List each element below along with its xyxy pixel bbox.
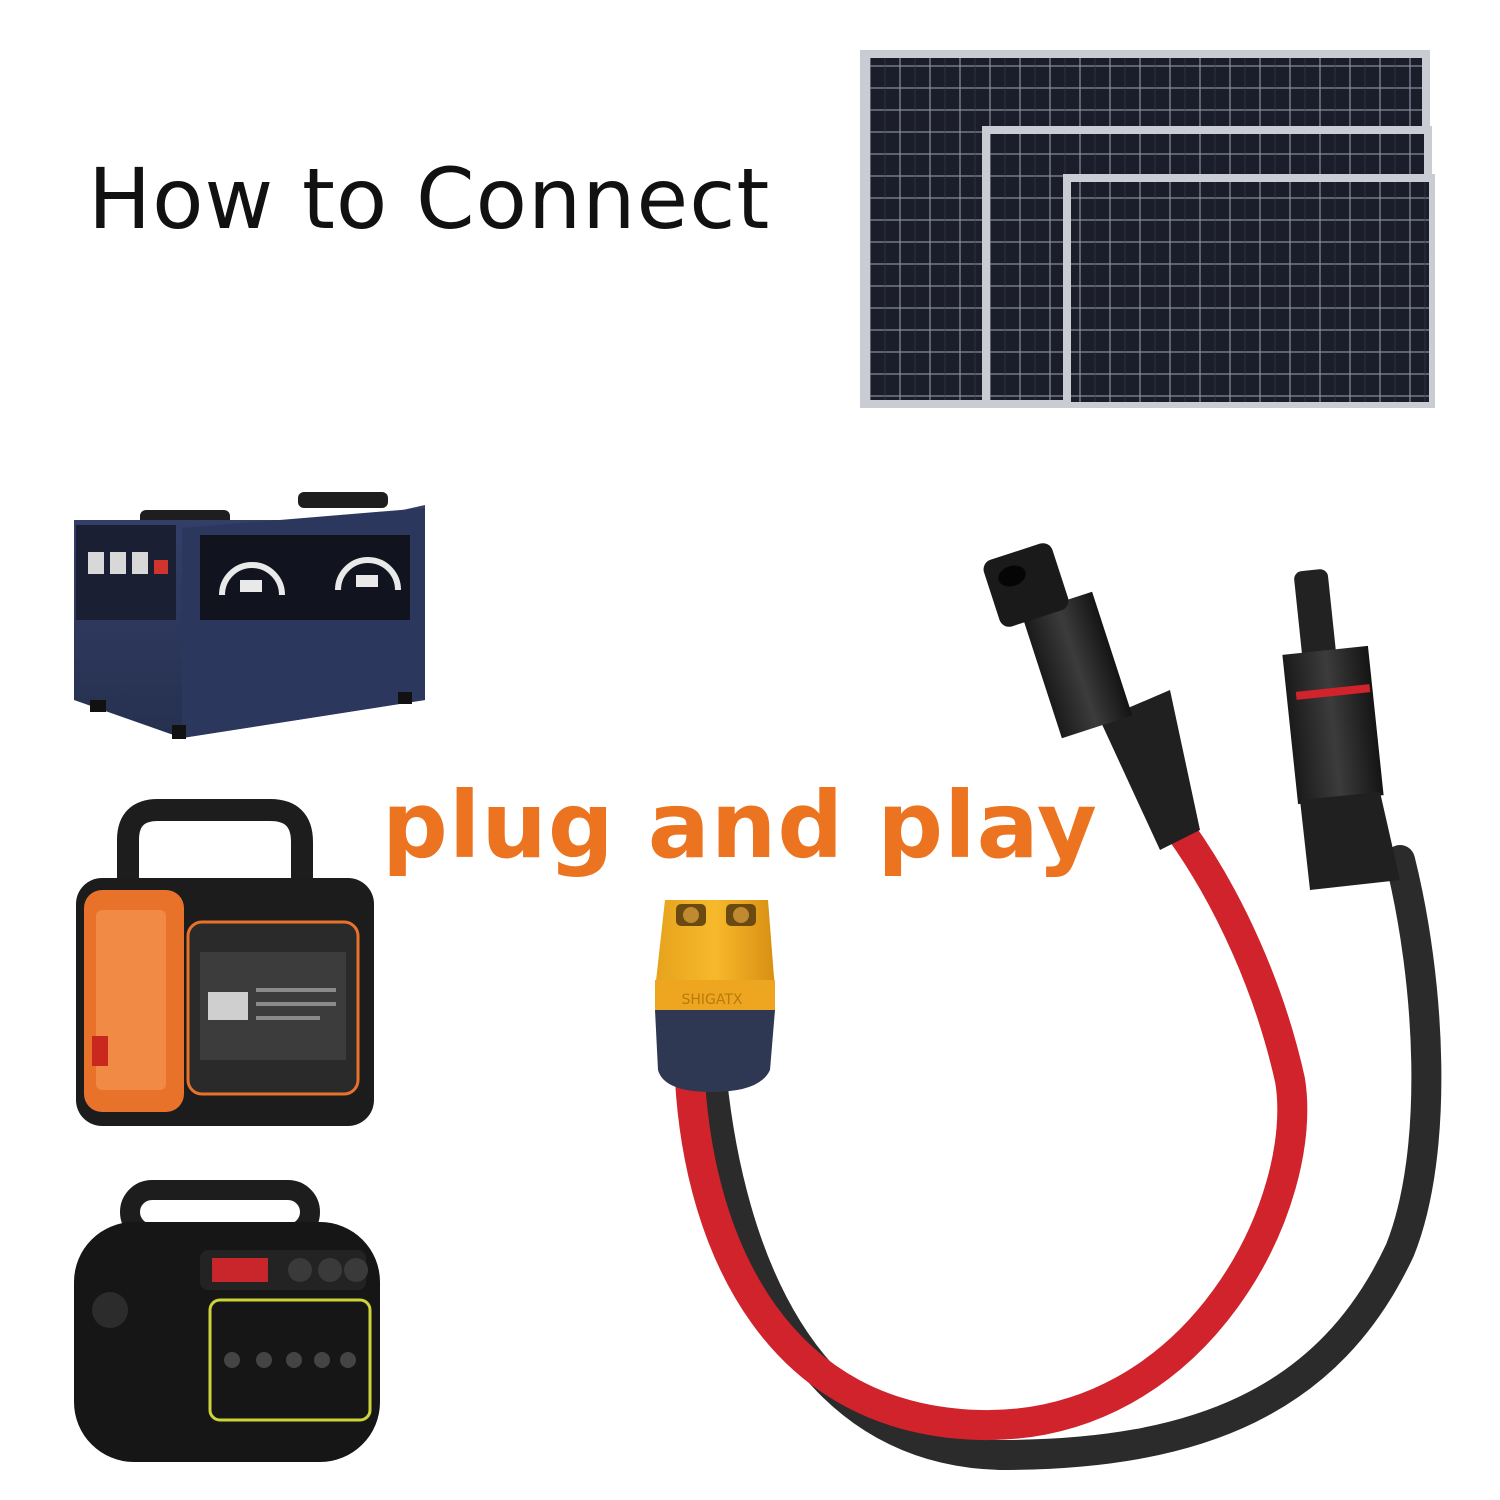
orange-black-power-station-image [76, 799, 374, 1126]
mc4-to-xt60-adapter-cable-image: SHIGATX [655, 543, 1442, 1471]
xt60-connector: SHIGATX [655, 900, 775, 1092]
mc4-female-connector [983, 543, 1200, 850]
page-heading: How to Connect [88, 150, 771, 248]
black-round-power-station-image [74, 1180, 380, 1462]
blue-power-station-image [74, 492, 425, 739]
solar-panels-image [860, 50, 1435, 408]
mc4-male-connector [1282, 569, 1400, 890]
xt60-label: SHIGATX [681, 992, 742, 1008]
plug-and-play-tagline: plug and play [382, 772, 1098, 879]
